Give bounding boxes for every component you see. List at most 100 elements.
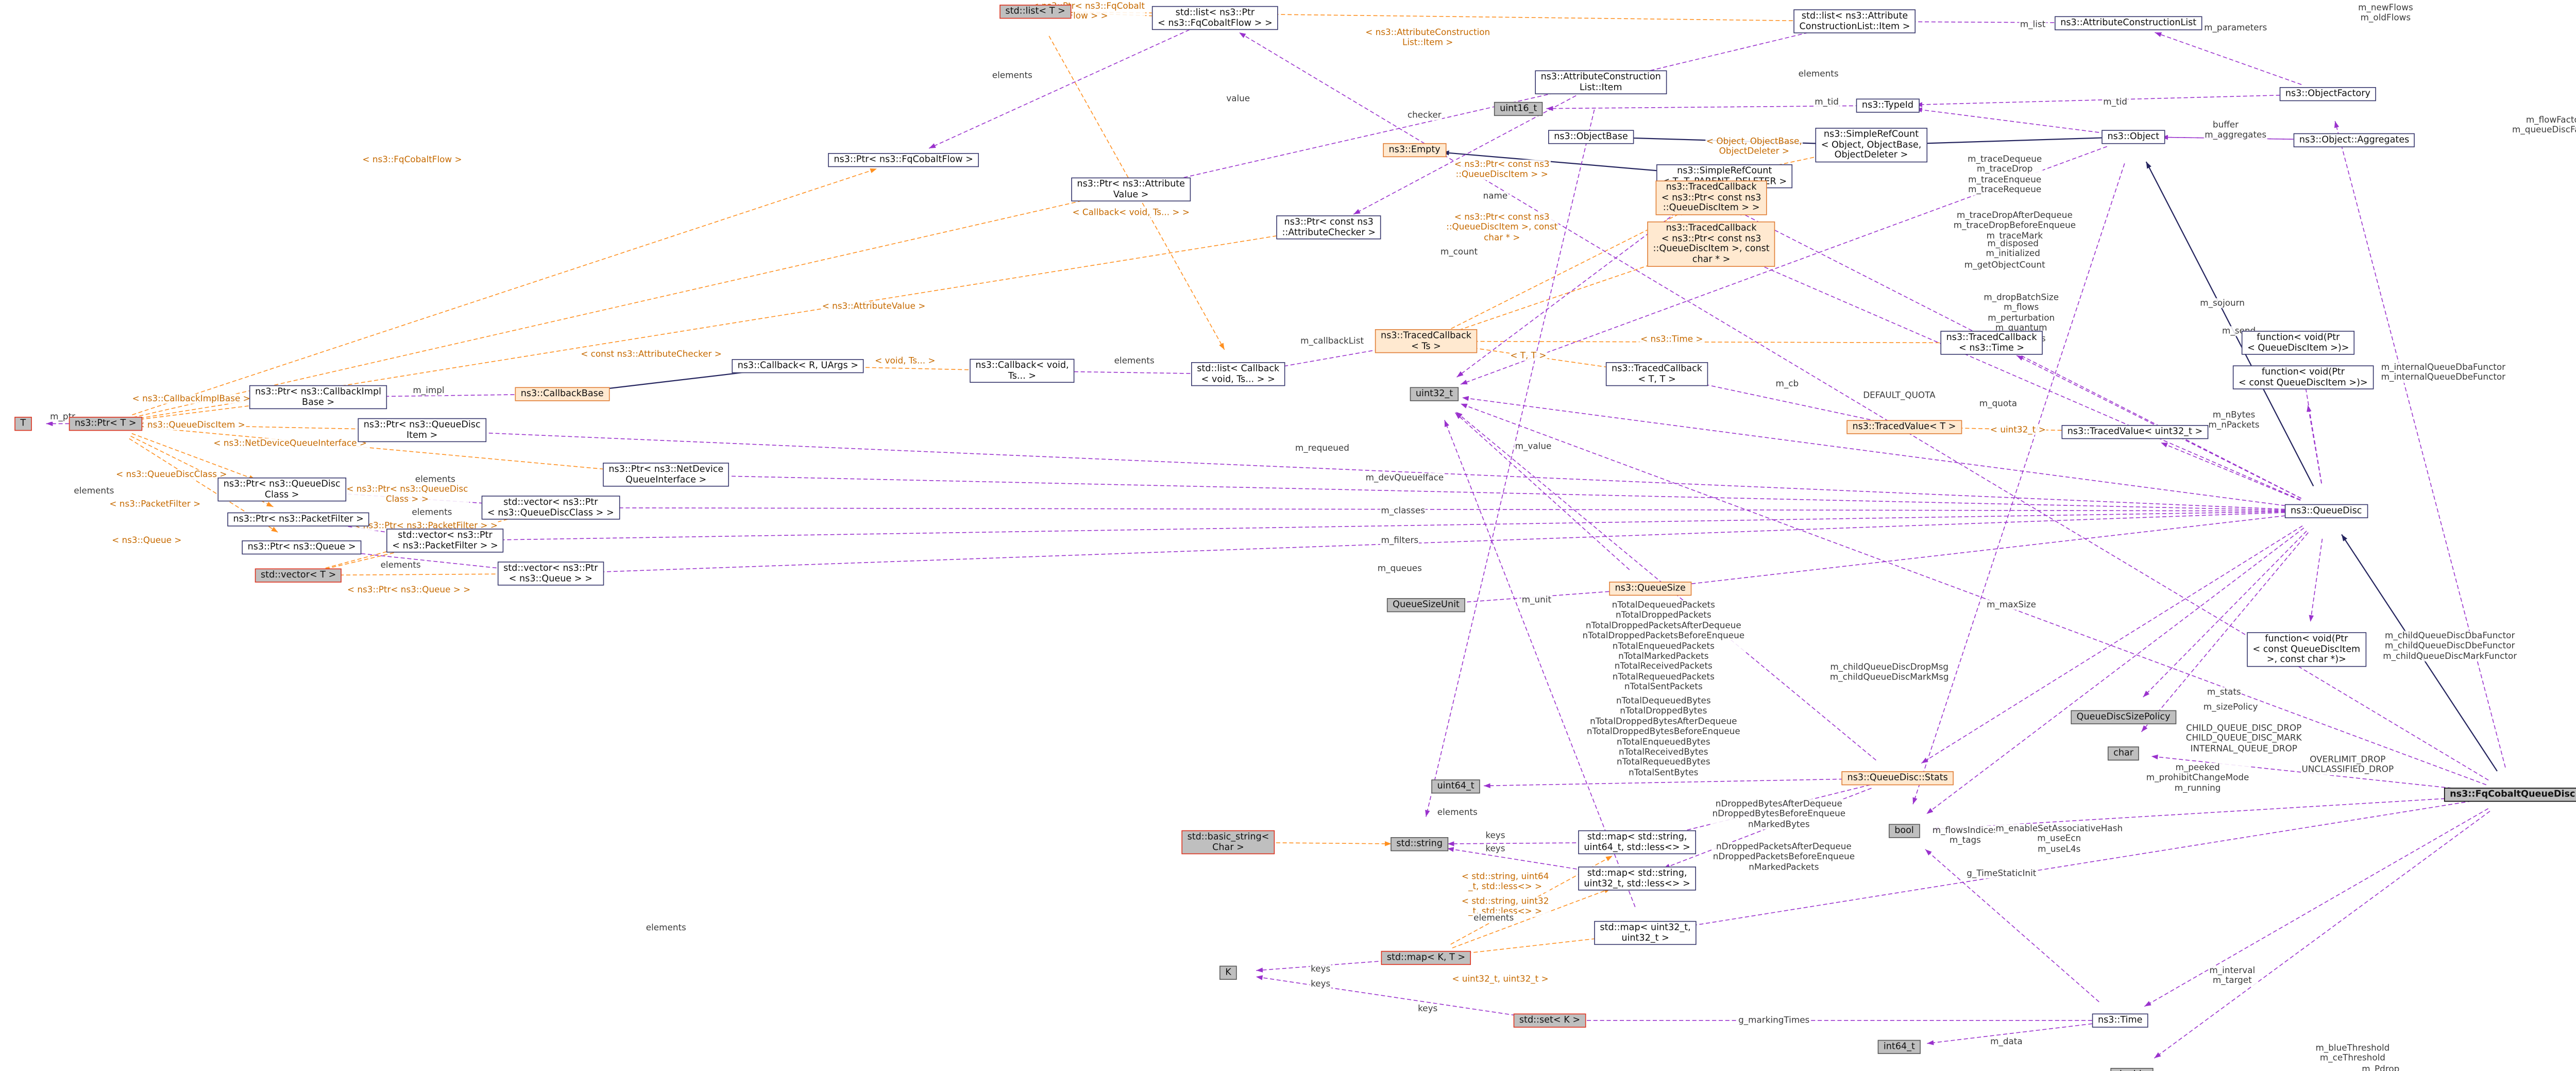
class-node-objectBase[interactable]: ns3::ObjectBase [1548,130,1634,144]
class-node-dbl[interactable]: double [2110,1068,2153,1071]
edge-label: m_newFlows m_oldFlows [2357,3,2414,24]
class-node-qdSizePolicy[interactable]: QueueDiscSizePolicy [2071,710,2176,724]
class-node-ptrPktFilter[interactable]: ns3::Ptr< ns3::PacketFilter > [227,512,370,526]
class-node-aggregates[interactable]: ns3::Object::Aggregates [2293,133,2415,147]
class-node-tracedValueT[interactable]: ns3::TracedValue< T > [1846,420,1962,434]
class-node-boolNode[interactable]: bool [1889,824,1920,838]
edge [1453,934,1618,955]
class-node-ptrAttrValue[interactable]: ns3::Ptr< ns3::Attribute Value > [1071,177,1191,202]
edge-label: keys [1417,1004,1438,1014]
class-node-listItem[interactable]: std::list< ns3::Attribute ConstructionLi… [1793,9,1916,34]
edge [2155,32,2302,85]
class-node-ptrQueue[interactable]: ns3::Ptr< ns3::Queue > [242,540,362,554]
class-node-object[interactable]: ns3::Object [2102,130,2165,144]
class-node-setK[interactable]: std::set< K > [1513,1013,1586,1028]
class-node-mapStrU32[interactable]: std::map< std::string, uint32_t, std::le… [1578,866,1696,891]
class-node-stdString[interactable]: std::string [1391,837,1449,851]
edge-label: m_aggregates [2204,130,2267,141]
edge-label: elements [411,507,453,518]
edge [1483,778,1870,788]
edge-label: OVERLIMIT_DROP UNCLASSIFIED_DROP [2300,755,2395,775]
class-node-callbackRU[interactable]: ns3::Callback< R, UArgs > [732,359,865,373]
class-node-ptrT[interactable]: ns3::Ptr< T > [69,417,142,431]
class-node-attrConsList[interactable]: ns3::AttributeConstructionList [2055,16,2202,30]
class-node-ptrQdItem[interactable]: ns3::Ptr< ns3::QueueDisc Item > [358,418,486,443]
edge [1663,788,1872,869]
edge [131,433,256,481]
class-node-vecQdClass[interactable]: std::vector< ns3::Ptr < ns3::QueueDiscCl… [481,496,620,520]
class-node-uint32[interactable]: uint32_t [1410,387,1459,401]
edge-label: m_count [1439,247,1479,258]
edge [1921,525,2303,764]
class-node-ptrCbImplBase[interactable]: ns3::Ptr< ns3::CallbackImpl Base > [249,385,387,410]
class-node-mapU32U32[interactable]: std::map< uint32_t, uint32_t > [1594,921,1697,945]
class-node-tcbTT[interactable]: ns3::TracedCallback < T, T > [1605,362,1708,386]
edge [1452,888,1611,948]
class-node-uint16[interactable]: uint16_t [1494,101,1543,116]
class-node-time[interactable]: ns3::Time [2092,1013,2148,1028]
class-node-K[interactable]: K [1219,965,1237,980]
class-node-tcbTime[interactable]: ns3::TracedCallback < ns3::Time > [1940,331,2043,355]
class-node-callbackVoid[interactable]: ns3::Callback< void, Ts... > [970,359,1075,383]
class-node-basicString[interactable]: std::basic_string< Char > [1181,830,1275,855]
class-node-ptrChecker[interactable]: ns3::Ptr< const ns3 ::AttributeChecker > [1276,215,1382,240]
edge-label: elements [991,71,1033,81]
edge-label: DEFAULT_QUOTA [1862,390,1937,401]
edge [326,571,523,576]
edge-label: < ns3::CallbackImplBase > [131,394,251,404]
edge [1462,396,2299,508]
class-node-int64[interactable]: int64_t [1877,1040,1921,1054]
class-node-vectorT[interactable]: std::vector< T > [255,568,342,583]
class-node-objectFactory[interactable]: ns3::ObjectFactory [2279,87,2377,101]
class-node-ptrFqFlow[interactable]: ns3::Ptr< ns3::FqCobaltFlow > [828,153,979,167]
edge [1454,590,1623,605]
edge [1256,959,1398,973]
class-node-mapStrU64[interactable]: std::map< std::string, uint64_t, std::le… [1578,830,1696,855]
class-node-ptrQdClass[interactable]: ns3::Ptr< ns3::QueueDisc Class > [217,477,346,502]
class-node-uint64[interactable]: uint64_t [1431,779,1480,793]
edge [1444,420,1636,907]
class-node-listFqFlow[interactable]: std::list< ns3::Ptr < ns3::FqCobaltFlow … [1151,6,1278,30]
class-node-mapKT[interactable]: std::map< K, T > [1381,950,1471,965]
edge-label: m_childQueueDiscDropMsg m_childQueueDisc… [1829,662,1950,683]
edge [1460,403,2487,786]
class-node-queueSizeUnit[interactable]: QueueSizeUnit [1386,598,1466,612]
class-node-listCallback[interactable]: std::list< Callback < void, Ts... > > [1191,362,1285,386]
class-node-charNode[interactable]: char [2107,746,2140,760]
edge-label: m_childQueueDiscDbaFunctor m_childQueueD… [2382,631,2518,662]
class-node-tracedValueU32[interactable]: ns3::TracedValue< uint32_t > [2061,425,2209,439]
class-node-callbackBase[interactable]: ns3::CallbackBase [515,387,609,401]
class-node-queueSize[interactable]: ns3::QueueSize [1609,582,1692,596]
edge-label: m_sojourn [2199,298,2246,309]
class-node-listT[interactable]: std::list< T > [999,5,1071,19]
class-node-vecPktFilter[interactable]: std::vector< ns3::Ptr < ns3::PacketFilte… [386,529,504,553]
class-node-funcInternal[interactable]: function< void(Ptr < const QueueDiscItem… [2232,365,2374,390]
class-node-ptrNetDevQI[interactable]: ns3::Ptr< ns3::NetDevice QueueInterface … [603,463,730,487]
edge [1452,252,1685,333]
class-node-queueDisc[interactable]: ns3::QueueDisc [2284,504,2368,518]
edge-label: m_list [2019,20,2046,30]
class-node-vecQueue[interactable]: std::vector< ns3::Ptr < ns3::Queue > > [497,562,604,586]
class-node-funcChild[interactable]: function< void(Ptr < const QueueDiscItem… [2247,632,2366,667]
edge-label: nDroppedBytesAfterDequeue nDroppedBytesB… [1711,799,1846,830]
class-node-tcbTs[interactable]: ns3::TracedCallback < Ts > [1375,329,1478,353]
class-node-T[interactable]: T [14,417,32,431]
edge-label: < ns3::Ptr< ns3::QueueDisc Class > > [345,484,469,505]
edge-label: < ns3::NetDeviceQueueInterface > [212,438,368,449]
class-node-stats[interactable]: ns3::QueueDisc::Stats [1841,771,1954,785]
class-node-typeId[interactable]: ns3::TypeId [1856,98,1920,113]
edge [325,546,418,570]
class-node-funcSend[interactable]: function< void(Ptr < QueueDiscItem >)> [2241,331,2355,355]
edge-label: keys [1310,964,1331,975]
edge [1454,340,1964,346]
edge [1454,412,1630,570]
class-node-tcbItem1[interactable]: ns3::TracedCallback < ns3::Ptr< const ns… [1655,180,1767,215]
class-node-empty[interactable]: ns3::Empty [1383,143,1446,157]
class-node-tcbItem2[interactable]: ns3::TracedCallback < ns3::Ptr< const ns… [1647,221,1775,267]
edge [1737,254,2301,501]
class-node-simpleRefObj[interactable]: ns3::SimpleRefCount < Object, ObjectBase… [1815,128,1927,163]
class-node-fqCobalt[interactable]: ns3::FqCobaltQueueDisc [2444,788,2576,802]
edge-label: m_requeued [1294,443,1350,454]
class-node-item[interactable]: ns3::AttributeConstruction List::Item [1535,70,1667,95]
